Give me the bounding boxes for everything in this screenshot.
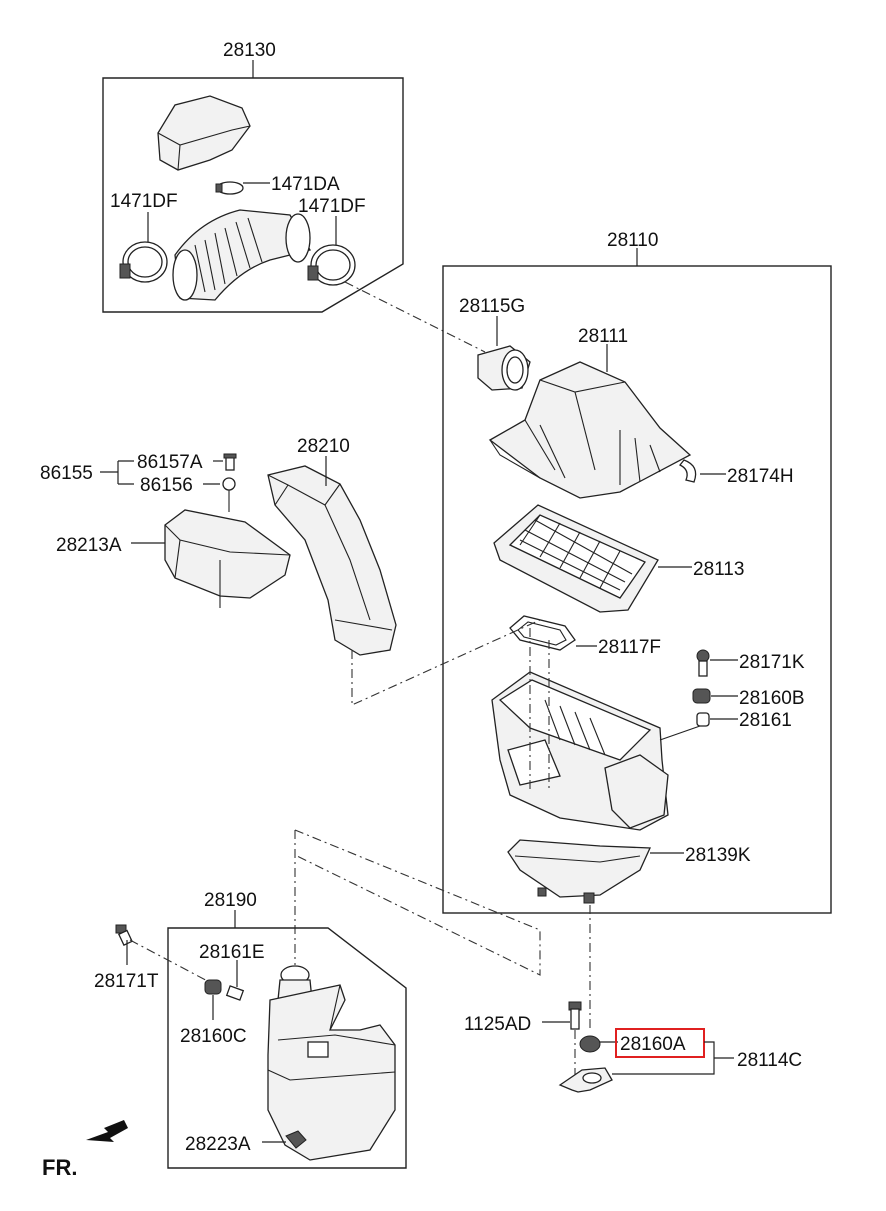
nut-86156-part	[222, 477, 236, 512]
bolt-28171k-part	[696, 649, 710, 677]
pin-86157a-part	[223, 453, 237, 471]
label-28210[interactable]: 28210	[297, 436, 350, 457]
clip-28223a-part	[285, 1130, 307, 1149]
label-86155[interactable]: 86155	[40, 463, 93, 484]
box-28190	[167, 927, 407, 1169]
lower-pad-28139k-part	[507, 839, 651, 904]
bracket-28114c-part	[558, 1067, 613, 1093]
group-28110: 28110 28115G 28111 28174H	[442, 230, 832, 914]
box-28130	[102, 77, 404, 313]
bolt-28171t-part	[115, 924, 133, 946]
group-28190: 28190 28171T 28161E 28160C	[94, 890, 407, 1169]
label-28160c[interactable]: 28160C	[180, 1026, 247, 1047]
label-1471da[interactable]: 1471DA	[271, 174, 340, 195]
label-86156[interactable]: 86156	[140, 475, 193, 496]
group-28114c: 1125AD 28160A 28114C	[464, 1001, 802, 1093]
label-28190[interactable]: 28190	[204, 890, 257, 911]
grommet-28160b-part	[692, 688, 711, 704]
resonator-part	[267, 965, 396, 1161]
label-28161e[interactable]: 28161E	[199, 942, 265, 963]
label-28174h[interactable]: 28174H	[727, 466, 794, 487]
highlight-box-28160a	[615, 1028, 705, 1058]
clip-28174h-part	[678, 459, 697, 483]
label-1125ad[interactable]: 1125AD	[464, 1014, 531, 1035]
label-28171k[interactable]: 28171K	[739, 652, 805, 673]
label-28160b[interactable]: 28160B	[739, 688, 805, 709]
bolt-1125ad-part	[568, 1001, 582, 1030]
front-direction-marker: FR.	[42, 1120, 128, 1180]
label-1471df-right[interactable]: 1471DF	[298, 196, 366, 217]
label-28161[interactable]: 28161	[739, 710, 792, 731]
label-28114c[interactable]: 28114C	[737, 1050, 802, 1071]
air-guide-28210-part	[267, 465, 397, 656]
gasket-28117f-part	[509, 615, 576, 651]
label-28117f[interactable]: 28117F	[598, 637, 661, 658]
label-1471df-left[interactable]: 1471DF	[110, 191, 178, 212]
label-86157a[interactable]: 86157A	[137, 452, 203, 473]
collar-28161-part	[696, 712, 710, 727]
label-28160a[interactable]: 28160A	[620, 1034, 686, 1055]
label-28213a[interactable]: 28213A	[56, 535, 122, 556]
grommet-28160a-part	[579, 1035, 601, 1053]
label-28139k[interactable]: 28139K	[685, 845, 751, 866]
group-28210: 28210	[267, 436, 397, 656]
grommet-28160c-part	[204, 979, 222, 995]
intake-duct-part	[157, 95, 251, 171]
clamp-1471da-part	[215, 181, 244, 195]
filter-element-28113-part	[493, 504, 659, 613]
label-28130[interactable]: 28130	[223, 40, 276, 61]
label-28111[interactable]: 28111	[578, 326, 628, 347]
label-fr: FR.	[42, 1155, 77, 1180]
adapter-28115g-part	[477, 345, 531, 391]
label-28223a[interactable]: 28223A	[185, 1134, 251, 1155]
label-28113[interactable]: 28113	[693, 559, 744, 580]
insulator-28213a-part	[164, 509, 291, 608]
arrow-left-down-icon	[86, 1120, 128, 1142]
label-28171t[interactable]: 28171T	[94, 971, 159, 992]
clamp-1471df-left-part	[119, 241, 168, 283]
corrugated-hose-part	[172, 209, 311, 301]
group-86155: 86155 86157A 86156 28213A	[40, 452, 291, 608]
collar-28161e-part	[225, 985, 245, 1001]
label-28110[interactable]: 28110	[607, 230, 658, 251]
air-cleaner-cover-28111-part	[488, 361, 692, 499]
clamp-1471df-right-part	[307, 244, 356, 286]
air-cleaner-body-part	[491, 671, 701, 831]
label-28115g[interactable]: 28115G	[459, 296, 525, 317]
group-28130: 28130 1471DA 1471DF	[102, 40, 404, 313]
